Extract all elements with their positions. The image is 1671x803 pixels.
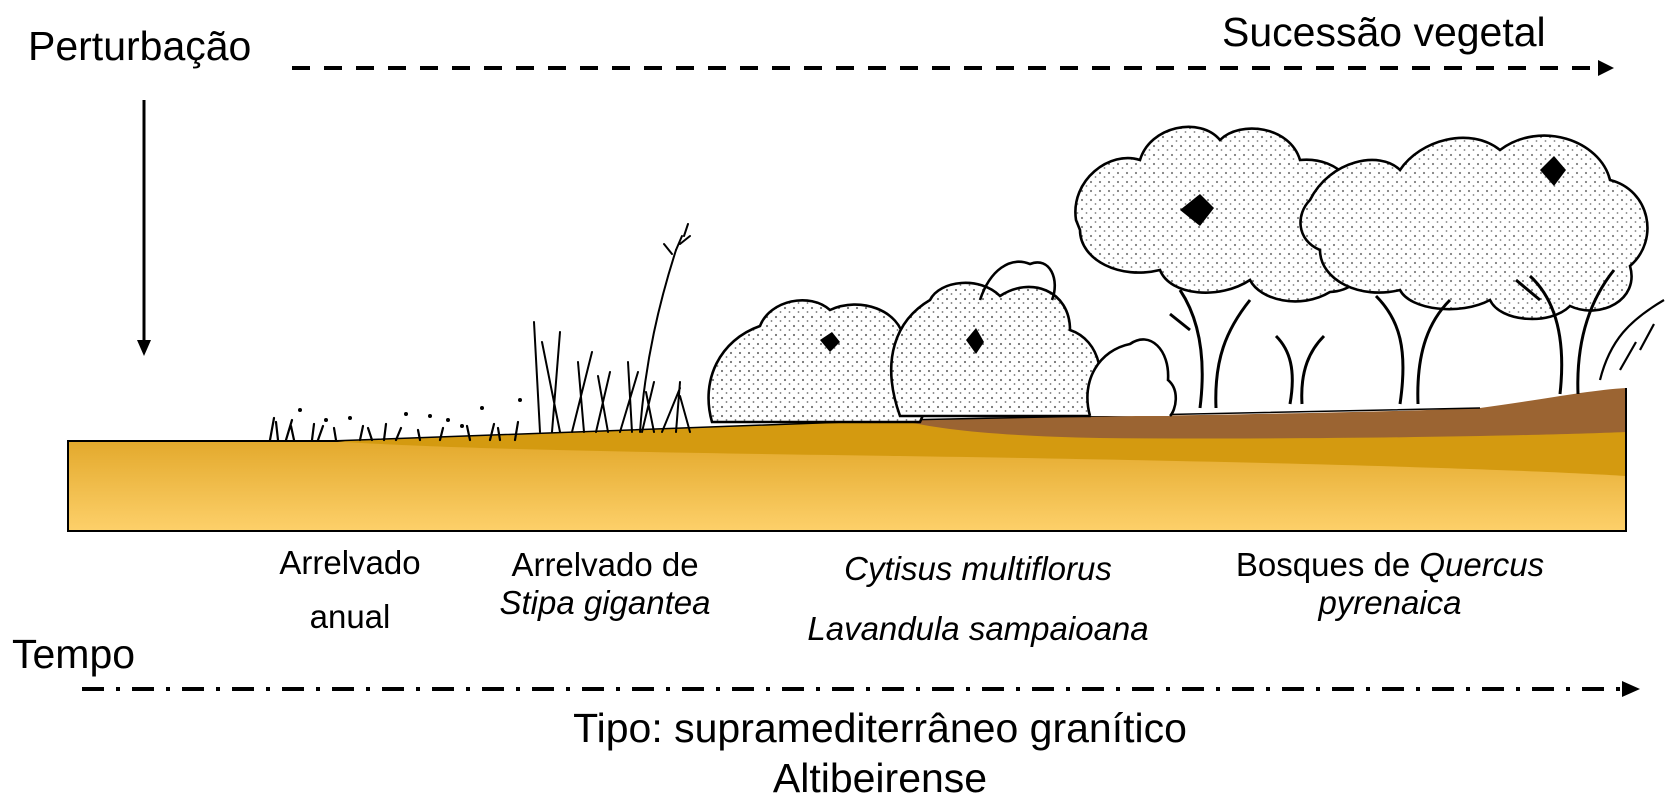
stage-annual-grassland-line1: Arrelvado [240, 546, 460, 579]
stage-cytisus-line2: Lavandula sampaioana [778, 612, 1178, 645]
stage-quercus-line1: Bosques de Quercus [1190, 548, 1590, 581]
perturbation-arrow [137, 100, 151, 356]
cytisus-shrubs-drawing [709, 262, 1176, 422]
perturbation-label: Perturbação [28, 26, 251, 67]
stage-quercus-genus: Quercus [1419, 546, 1544, 583]
stage-quercus-prefix: Bosques de [1236, 546, 1419, 583]
stipa-grass-drawing [534, 224, 690, 432]
stage-annual-grassland-line2: anual [240, 600, 460, 633]
stage-quercus-line2: pyrenaica [1190, 586, 1590, 619]
time-arrow [82, 681, 1640, 697]
time-label: Tempo [12, 634, 135, 675]
annual-grassland-drawing [270, 398, 522, 440]
stage-stipa-line2: Stipa gigantea [460, 586, 750, 619]
type-line1: Tipo: supramediterrâneo granítico [400, 708, 1360, 749]
stage-cytisus-line1: Cytisus multiflorus [778, 552, 1178, 585]
type-line2: Altibeirense [400, 758, 1360, 799]
stage-stipa-line1: Arrelvado de [460, 548, 750, 581]
succession-arrow [292, 60, 1614, 76]
succession-label: Sucessão vegetal [1222, 12, 1546, 53]
